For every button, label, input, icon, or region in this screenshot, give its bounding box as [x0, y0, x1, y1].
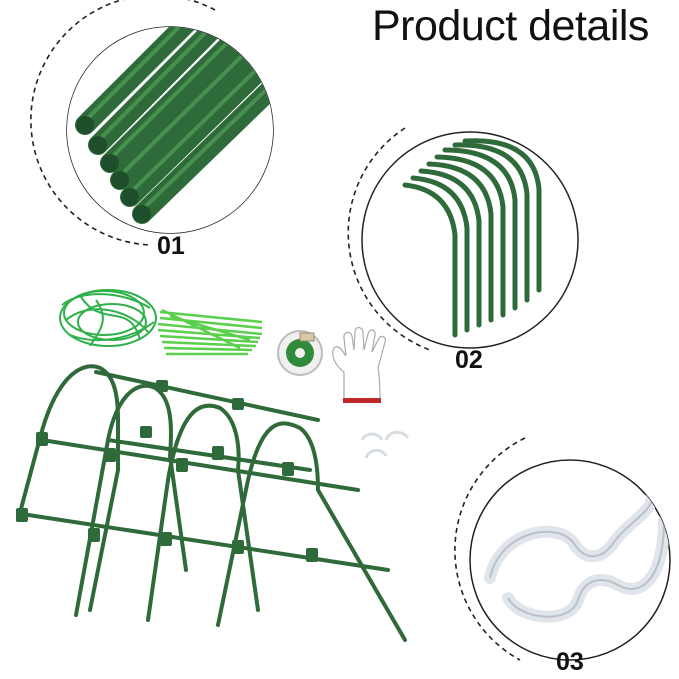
glove-image [332, 326, 386, 403]
detail-circle-01 [30, 0, 274, 246]
stakes-closeup-image [67, 27, 273, 233]
accessories [59, 289, 410, 459]
trellis-frame-image [16, 364, 407, 642]
cable-ties-image [157, 308, 263, 356]
trellis-connectors [16, 380, 318, 562]
small-clips-image [360, 430, 410, 459]
arch-rods-image [402, 138, 542, 338]
twist-tie-spool-image [277, 330, 323, 376]
dashed-arc [347, 127, 431, 351]
page-title: Product details [372, 2, 649, 50]
detail-circle-02 [347, 127, 579, 351]
label-01: 01 [157, 232, 185, 260]
dashed-arc [30, 0, 216, 246]
label-02: 02 [455, 346, 483, 374]
dashed-arc [454, 437, 526, 661]
label-03: 03 [556, 648, 584, 676]
garden-net-image [59, 289, 157, 347]
detail-circle-03 [454, 437, 671, 661]
